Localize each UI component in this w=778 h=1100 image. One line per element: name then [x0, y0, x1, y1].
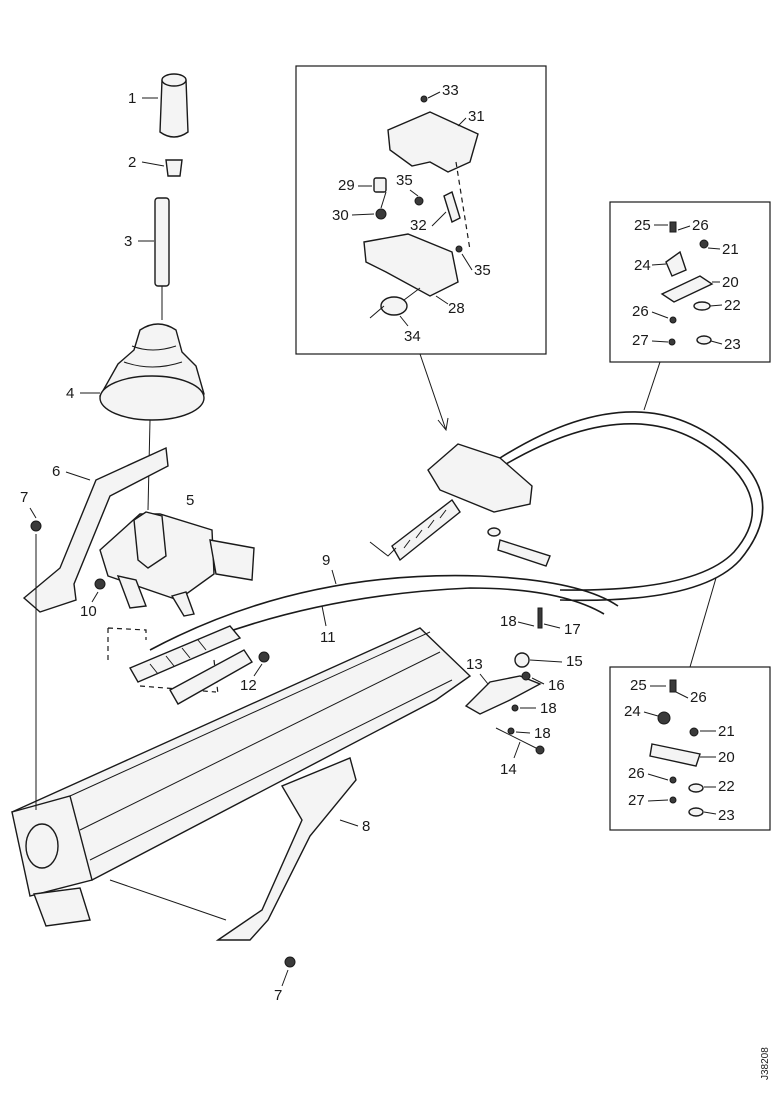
callout-8: 8	[362, 818, 370, 835]
callout-labels: 1 2 3 4 5 6 7 7 8 9 10 11 12 13 14 15 16…	[20, 90, 583, 1004]
knob-collar	[165, 159, 183, 177]
callout-32: 32	[410, 217, 427, 234]
callout-upper-23: 23	[724, 336, 741, 353]
callout-upper-21: 21	[722, 241, 739, 258]
callout-35-b: 35	[474, 262, 491, 279]
callout-upper-27: 27	[632, 332, 649, 349]
callout-lower-20: 20	[718, 749, 735, 766]
callout-31: 31	[468, 108, 485, 125]
callout-lower-25: 25	[630, 677, 647, 694]
cable-bracket-detail	[363, 95, 479, 319]
gear-lever-rod	[154, 197, 170, 320]
callout-5: 5	[186, 492, 194, 509]
lower-box-leader	[689, 577, 717, 668]
callout-18-a: 18	[500, 613, 517, 630]
bolt-7-upper	[30, 520, 42, 532]
upper-box-leader	[643, 361, 661, 411]
callout-17: 17	[564, 621, 581, 638]
nut-12	[258, 651, 270, 663]
lower-detail-callouts: 20 21 22 23 24 25 26 26 27	[624, 677, 735, 824]
bolt-17	[537, 607, 543, 629]
callout-7-lower: 7	[274, 987, 282, 1004]
callout-34: 34	[404, 328, 421, 345]
callout-12: 12	[240, 677, 257, 694]
callout-upper-24: 24	[634, 257, 651, 274]
callout-10: 10	[80, 603, 97, 620]
callout-15: 15	[566, 653, 583, 670]
callout-upper-26-b: 26	[632, 303, 649, 320]
callout-4: 4	[66, 385, 74, 402]
cable-adjusters	[128, 625, 253, 705]
callout-upper-22: 22	[724, 297, 741, 314]
detail-box-lower-cable-end	[609, 666, 771, 831]
washer-18-a	[511, 704, 519, 712]
callout-18-c: 18	[534, 725, 551, 742]
callout-35-a: 35	[396, 172, 413, 189]
rod-14	[495, 727, 541, 751]
lever-plate-13	[464, 675, 542, 715]
callout-30: 30	[332, 207, 349, 224]
callout-lower-26-a: 26	[690, 689, 707, 706]
callout-lower-24: 24	[624, 703, 641, 720]
callout-upper-20: 20	[722, 274, 739, 291]
callout-lower-26-b: 26	[628, 765, 645, 782]
housing-dash-lines	[107, 627, 219, 695]
gear-knob	[159, 73, 189, 138]
callout-7-upper: 7	[20, 489, 28, 506]
callout-3: 3	[124, 233, 132, 250]
callout-upper-25: 25	[634, 217, 651, 234]
bush-15	[514, 652, 530, 668]
clip-16	[521, 671, 531, 681]
callout-18-b: 18	[540, 700, 557, 717]
callout-1: 1	[128, 90, 136, 107]
rear-mount-bracket	[215, 757, 357, 941]
nut-10	[94, 578, 106, 590]
callout-11: 11	[320, 629, 336, 646]
upper-detail-callouts: 20 21 22 23 24 25 26 26 27	[632, 217, 741, 353]
callout-29: 29	[338, 177, 355, 194]
callout-lower-23: 23	[718, 807, 735, 824]
callout-upper-26-a: 26	[692, 217, 709, 234]
cable-bracket-assembly	[369, 443, 551, 567]
gear-lever-housing	[99, 511, 255, 617]
image-code: J38208	[760, 1047, 771, 1080]
lower-cable-end-detail	[649, 679, 704, 817]
detail-box-leader	[419, 353, 449, 432]
shift-cable-9	[149, 574, 619, 651]
callout-lower-21: 21	[718, 723, 735, 740]
callout-28: 28	[448, 300, 465, 317]
callout-lower-22: 22	[718, 778, 735, 795]
callout-6: 6	[52, 463, 60, 480]
transmission-tunnel-beam	[11, 627, 472, 927]
callout-14: 14	[500, 761, 517, 778]
callout-2: 2	[128, 154, 136, 171]
callout-lower-27: 27	[628, 792, 645, 809]
callout-16: 16	[548, 677, 565, 694]
upper-cable-end-detail	[660, 221, 714, 346]
bolt-7-lower	[284, 956, 296, 968]
selector-cable-inner	[495, 422, 754, 591]
washer-18-b	[507, 727, 515, 735]
gear-lever-gaiter	[99, 323, 205, 421]
callout-9: 9	[322, 552, 330, 569]
selector-cable-outer	[499, 411, 764, 602]
bracket-detail-callouts: 28 29 30 31 32 33 34 35 35	[332, 82, 491, 345]
front-mount-bracket	[22, 446, 169, 613]
callout-33: 33	[442, 82, 459, 99]
rod-14-end	[535, 745, 545, 755]
callout-13: 13	[466, 656, 483, 673]
rear-bracket-axis	[109, 879, 227, 921]
detail-box-cable-bracket	[295, 65, 547, 355]
